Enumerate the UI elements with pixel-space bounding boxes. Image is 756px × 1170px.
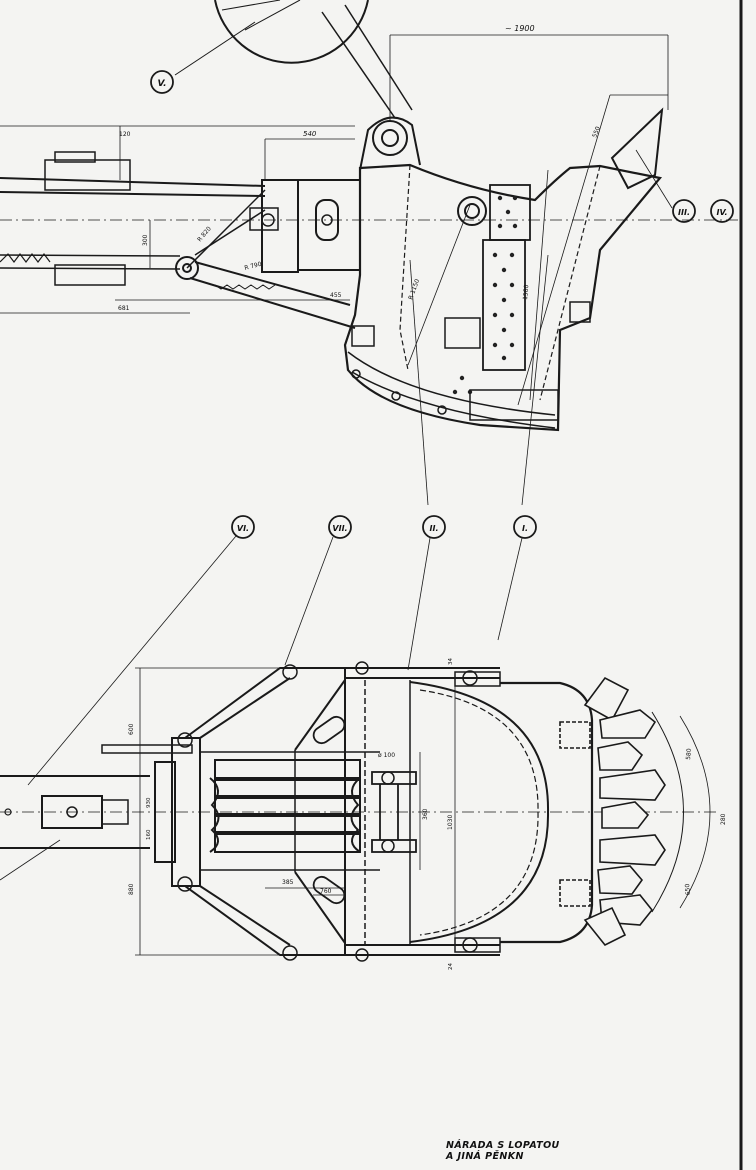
- dim-790: R 790: [244, 261, 263, 272]
- side-view: ~ 1900 120 540 550 R 1150 1580 R 820 R 7…: [0, 0, 740, 506]
- svg-text:VI.: VI.: [237, 524, 249, 533]
- dim-930: 930: [146, 797, 152, 808]
- callout-v: V.: [150, 70, 174, 94]
- dim-820: R 820: [196, 225, 213, 243]
- dim-1150: R 1150: [407, 278, 421, 301]
- rivets: [452, 195, 518, 395]
- dim-540: 540: [303, 130, 317, 138]
- dim-681: 681: [118, 305, 130, 312]
- dim-1900: ~ 1900: [505, 24, 535, 33]
- callout-iv: IV.: [710, 199, 734, 223]
- bucket-teeth: [559, 676, 666, 947]
- callout-ii: II.: [422, 515, 446, 539]
- dim-385: 385: [282, 879, 294, 886]
- dim-160: 160: [146, 829, 152, 840]
- dim-650: 650: [684, 883, 692, 895]
- detail-circle: [214, 0, 369, 64]
- bucket-side: [343, 163, 663, 432]
- dim-760: 760: [320, 888, 332, 895]
- dim-280: 280: [720, 813, 727, 825]
- callout-vii: VII.: [328, 515, 352, 539]
- caption-line-2: A JINÁ PĚNKN: [446, 1151, 524, 1162]
- svg-text:I.: I.: [522, 524, 528, 533]
- dim-24: 24: [448, 963, 454, 970]
- dim-360: 360: [422, 808, 429, 820]
- callout-iii: III.: [672, 199, 696, 223]
- dim-550: 550: [591, 125, 602, 138]
- dim-1030: 1030: [447, 815, 454, 830]
- dim-880: 880: [128, 883, 135, 895]
- caption-line-1: NÁRADA S LOPATOU: [446, 1140, 560, 1151]
- dim-120: 120: [119, 131, 131, 138]
- svg-text:VII.: VII.: [332, 524, 347, 533]
- svg-text:V.: V.: [158, 79, 167, 89]
- dim-ph100: ø 100: [378, 752, 395, 759]
- callout-i: I.: [513, 515, 537, 539]
- svg-text:IV.: IV.: [717, 208, 728, 217]
- dim-580: 580: [685, 748, 693, 760]
- dim-455: 455: [330, 292, 342, 299]
- callout-vi: VI.: [231, 515, 255, 539]
- drawing-caption: NÁRADA S LOPATOU A JINÁ PĚNKN: [446, 1140, 646, 1162]
- dim-600: 600: [128, 723, 135, 735]
- svg-text:III.: III.: [678, 208, 690, 217]
- bucket-plan: [500, 681, 594, 944]
- dim-34: 34: [448, 658, 454, 665]
- dim-300: 300: [142, 234, 149, 246]
- plan-view: 600 1030 385 760 360 ø 100 580 280 650 8…: [0, 535, 727, 970]
- dim-1580: 1580: [522, 284, 530, 300]
- svg-text:II.: II.: [430, 524, 439, 533]
